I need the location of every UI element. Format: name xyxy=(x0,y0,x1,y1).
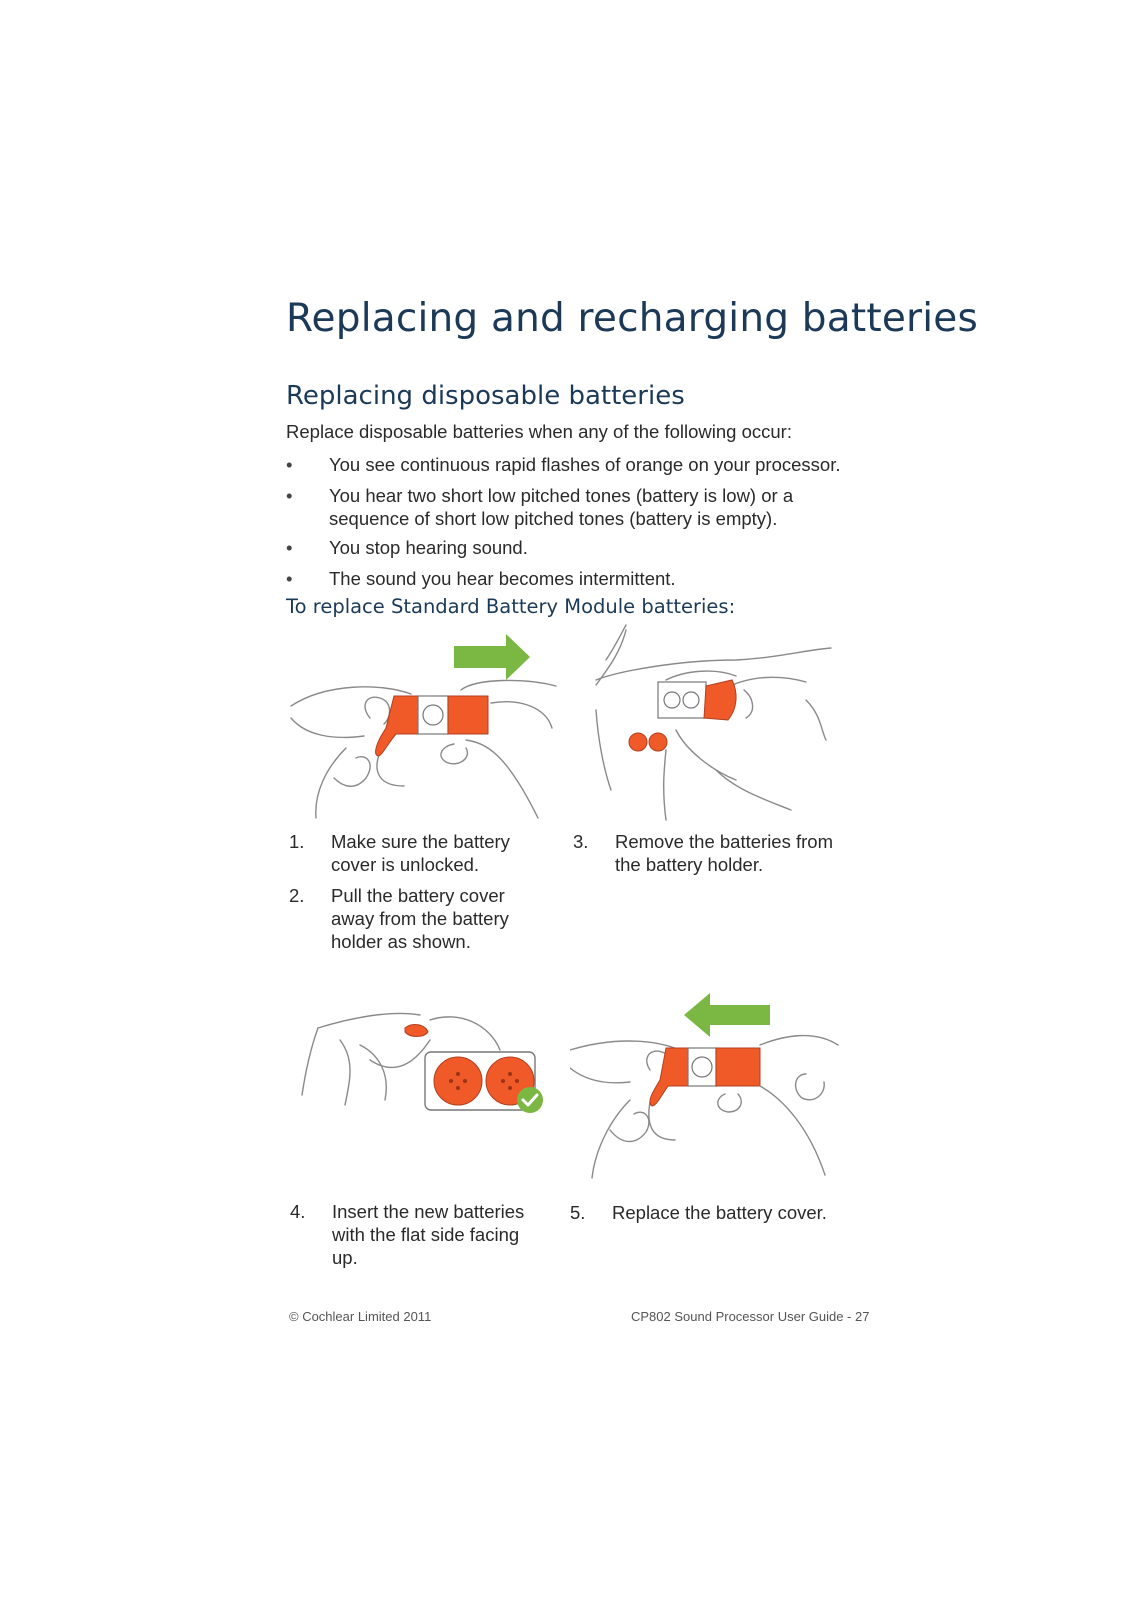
battery-holder xyxy=(447,695,489,735)
bullet-marker: • xyxy=(286,485,293,506)
hands-pull-cover-illustration xyxy=(290,634,557,819)
footer-copyright: © Cochlear Limited 2011 xyxy=(289,1309,432,1324)
step-text: Remove the batteries from the battery ho… xyxy=(615,831,833,875)
bullet-text: You stop hearing sound. xyxy=(329,537,528,558)
list-item: • You hear two short low pitched tones (b… xyxy=(286,484,846,530)
step-4: 4. Insert the new batteries with the fla… xyxy=(290,1200,550,1269)
step-2: 2. Pull the battery cover away from the … xyxy=(289,884,549,953)
intro-text: Replace disposable batteries when any of… xyxy=(286,421,792,442)
list-item: • The sound you hear becomes intermittent… xyxy=(286,567,846,590)
step-number: 4. xyxy=(290,1201,306,1222)
right-arrow-icon xyxy=(454,634,530,680)
checkmark-icon xyxy=(517,1087,543,1113)
step-text: Pull the battery cover away from the bat… xyxy=(331,885,509,952)
step-1: 1. Make sure the battery cover is unlock… xyxy=(289,830,549,876)
battery-cover xyxy=(375,695,419,757)
battery xyxy=(648,732,668,752)
hands-replace-cover-illustration xyxy=(570,993,839,1179)
bullet-text: The sound you hear becomes intermittent. xyxy=(329,568,676,589)
battery-cover xyxy=(649,1047,689,1107)
battery-holder xyxy=(715,1047,761,1087)
procedure-heading: To replace Standard Battery Module batte… xyxy=(286,595,736,618)
battery xyxy=(628,732,648,752)
step-text: Make sure the battery cover is unlocked. xyxy=(331,831,510,875)
left-arrow-icon xyxy=(684,993,770,1037)
hands-remove-batteries-illustration xyxy=(595,624,832,821)
step-number: 5. xyxy=(570,1202,586,1223)
battery xyxy=(404,1024,429,1037)
step-number: 3. xyxy=(573,831,589,852)
step-text: Insert the new batteries with the flat s… xyxy=(332,1201,525,1268)
step-number: 1. xyxy=(289,831,305,852)
bullet-text: You see continuous rapid flashes of oran… xyxy=(329,454,841,475)
list-item: • You stop hearing sound. xyxy=(286,536,846,559)
bullet-marker: • xyxy=(286,568,293,589)
step-3: 3. Remove the batteries from the battery… xyxy=(573,830,833,876)
step-text: Replace the battery cover. xyxy=(612,1202,827,1223)
bullet-list: • You see continuous rapid flashes of ora… xyxy=(286,453,846,598)
battery-cover xyxy=(703,679,737,721)
footer-page-info: CP802 Sound Processor User Guide - 27 xyxy=(631,1309,870,1324)
bullet-text: You hear two short low pitched tones (ba… xyxy=(329,485,794,529)
page-title: Replacing and recharging batteries xyxy=(286,296,979,341)
battery xyxy=(433,1056,483,1106)
step-5: 5. Replace the battery cover. xyxy=(570,1201,830,1224)
insert-batteries-illustration xyxy=(301,1012,543,1113)
bullet-marker: • xyxy=(286,537,293,558)
bullet-marker: • xyxy=(286,454,293,475)
list-item: • You see continuous rapid flashes of ora… xyxy=(286,453,846,476)
step-number: 2. xyxy=(289,885,305,906)
section-title: Replacing disposable batteries xyxy=(286,381,685,411)
